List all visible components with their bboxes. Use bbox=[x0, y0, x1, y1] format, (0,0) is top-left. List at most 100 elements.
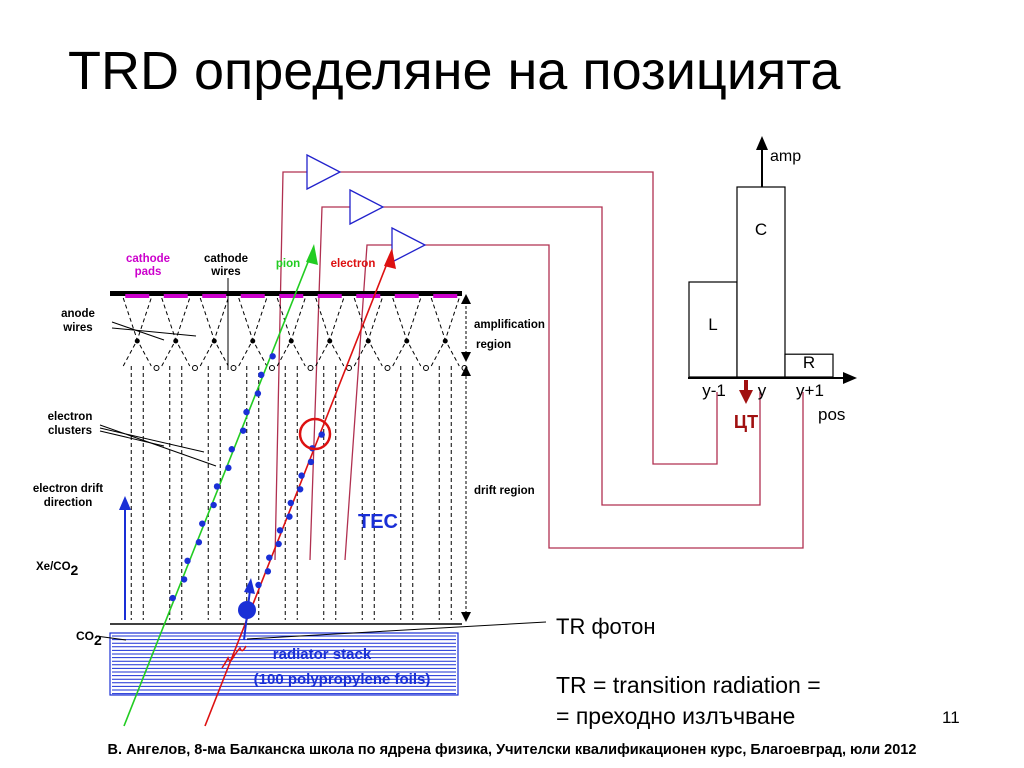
cluster-dot bbox=[195, 539, 203, 546]
cluster-dot bbox=[210, 501, 217, 509]
cluster-dot bbox=[239, 427, 247, 434]
cathode-pad bbox=[433, 294, 458, 298]
slide-title: TRD определяне на позицията bbox=[68, 41, 841, 101]
anode-wire bbox=[211, 338, 217, 344]
cluster-dot bbox=[254, 390, 262, 397]
cathode-pad bbox=[279, 294, 304, 298]
tr-photon-cluster bbox=[238, 601, 256, 619]
drift-lines bbox=[438, 366, 452, 620]
cluster-dot bbox=[275, 540, 282, 548]
cluster-dot bbox=[276, 527, 284, 534]
ct-label: ЦТ bbox=[734, 412, 758, 432]
field-lines bbox=[122, 297, 152, 367]
cathode-wire bbox=[423, 365, 429, 371]
tr-photon-pointer bbox=[246, 621, 547, 640]
slide-number: 11 bbox=[942, 708, 960, 727]
anode-wire bbox=[250, 338, 256, 344]
pos-axis-arrowhead bbox=[843, 372, 857, 384]
cluster-dot bbox=[225, 464, 232, 472]
ct-arrowhead bbox=[739, 390, 753, 404]
cluster-dot bbox=[199, 520, 206, 527]
drift-lines bbox=[207, 366, 221, 620]
anode-wire bbox=[288, 338, 294, 344]
cluster-dot bbox=[169, 594, 176, 602]
anode-wire bbox=[327, 338, 333, 344]
tr-definition: TR = transition radiation = = преходно и… bbox=[556, 670, 821, 732]
drift-region-arrowhead-bottom bbox=[461, 612, 471, 622]
label-electron: electron bbox=[331, 258, 376, 270]
wire-cells bbox=[122, 297, 460, 620]
cluster-dot bbox=[266, 554, 273, 561]
cathode-wire bbox=[269, 365, 275, 371]
cathode-wire bbox=[230, 365, 237, 371]
drift-lines bbox=[323, 366, 337, 620]
cluster-dot bbox=[264, 568, 272, 575]
highlight-circle bbox=[298, 417, 332, 451]
cluster-dot bbox=[184, 557, 191, 565]
tr-definition-line1: TR = transition radiation = bbox=[556, 672, 821, 698]
histogram-bar-label: L bbox=[708, 315, 717, 334]
cathode-pad bbox=[202, 294, 227, 298]
drift-lines bbox=[361, 366, 375, 620]
field-lines bbox=[353, 297, 383, 367]
field-lines bbox=[161, 297, 191, 367]
tr-definition-line2: = преходно излъчване bbox=[556, 703, 796, 729]
label-radiator-stack: radiator stack bbox=[273, 646, 372, 663]
radiator-frame bbox=[109, 632, 459, 696]
tick-y-minus-1: y-1 bbox=[702, 381, 726, 400]
field-lines bbox=[276, 297, 306, 367]
anode-wires-row bbox=[134, 338, 468, 371]
cluster-dot bbox=[307, 458, 315, 466]
label-pointers bbox=[95, 278, 229, 641]
label-tec: TEC bbox=[358, 511, 398, 533]
radiator-stack-lines bbox=[112, 635, 456, 695]
footer-citation: В. Ангелов, 8-ма Балканска школа по ядре… bbox=[107, 742, 917, 758]
cathode-wire bbox=[153, 365, 160, 371]
cluster-dot bbox=[243, 408, 250, 416]
drift-lines bbox=[169, 366, 183, 620]
histogram-bar-R bbox=[784, 353, 834, 378]
cluster-dot bbox=[287, 499, 294, 507]
pos-label: pos bbox=[818, 405, 845, 424]
tick-y: y bbox=[758, 381, 767, 400]
cluster-dot bbox=[296, 486, 304, 493]
label-polypropylene: (100 polypropylene foils) bbox=[254, 671, 431, 688]
drift-lines bbox=[284, 366, 298, 620]
anode-wire bbox=[404, 338, 410, 344]
amplifier-3 bbox=[391, 226, 427, 264]
position-histogram: LCR amp pos y-1 y y+1 ЦТ bbox=[688, 136, 857, 432]
cathode-pad bbox=[240, 294, 265, 298]
histogram-bar-C bbox=[736, 186, 786, 378]
cathode-pad bbox=[356, 294, 381, 298]
cathode-pads-row bbox=[125, 294, 458, 298]
field-lines bbox=[430, 297, 460, 367]
electron-arrowhead bbox=[384, 248, 396, 269]
electron-clusters-dots bbox=[169, 353, 325, 602]
anode-wire bbox=[134, 338, 140, 344]
anode-wire bbox=[173, 338, 179, 344]
amplifier-1 bbox=[306, 153, 342, 191]
cluster-dot bbox=[318, 431, 325, 438]
field-lines bbox=[238, 297, 268, 367]
cathode-wire bbox=[384, 365, 391, 371]
histogram-bar-L bbox=[688, 281, 738, 378]
cluster-dot bbox=[269, 353, 276, 360]
cluster-dot bbox=[213, 483, 221, 490]
detector bbox=[95, 244, 547, 727]
cathode-pad bbox=[125, 294, 150, 298]
tr-photon-wave bbox=[221, 645, 247, 669]
histogram-bar-label: R bbox=[803, 353, 815, 372]
histogram-bar-label: C bbox=[755, 220, 767, 239]
tr-photon-label: TR фотон bbox=[556, 614, 656, 639]
cathode-plane bbox=[110, 291, 462, 296]
label-drift-region: drift region bbox=[474, 485, 535, 497]
amp-label: amp bbox=[770, 148, 801, 165]
amp-region-arrowhead-top bbox=[461, 294, 471, 304]
